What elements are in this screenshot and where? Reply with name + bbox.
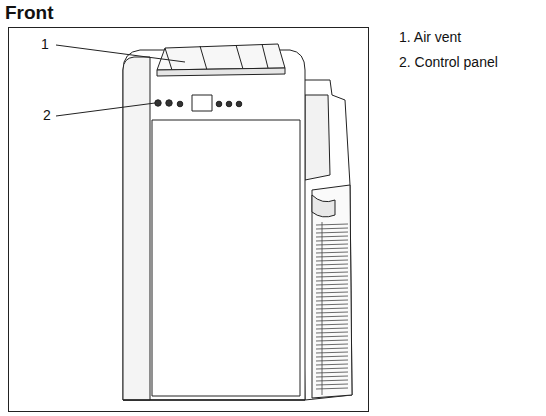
button [226,101,232,107]
grille-slat [316,388,348,389]
grille-slat [316,376,348,377]
rear-housing [300,80,352,400]
unit-body [123,50,305,400]
grille-slat [316,356,348,357]
grille-slat [316,248,348,249]
leader-line [56,45,185,62]
grille-slat [316,276,348,277]
grille-slat [316,384,348,385]
grille-slat [316,328,348,329]
grille-slat [316,232,348,233]
grille-slat [316,320,348,321]
grille-slat [316,312,348,313]
side-panel [123,57,150,400]
grille-slat [316,280,348,281]
grille-slat [316,252,348,253]
grille-slat [316,360,348,361]
grille-slat [316,244,348,245]
grille-slat [316,292,348,293]
grille-slat [316,308,348,309]
grille-slat [316,380,348,381]
grille-slat [316,364,348,365]
grille-divider [322,222,323,395]
button [216,101,222,107]
grille-slat [316,340,348,341]
figure-title: Front [5,3,54,24]
part-name: 2. Control panel [399,55,498,70]
grille-slat [316,296,348,297]
button [166,100,172,106]
grille-slat [316,284,348,285]
grille-slat [316,372,348,373]
air-vent [157,44,285,70]
vent-base [157,68,285,76]
grille-slat [316,324,348,325]
callout-number: 2 [43,108,51,123]
leader-line [56,103,155,116]
button [236,101,242,107]
frame [9,28,369,412]
grille-slat [316,344,348,345]
rear-handle [305,95,330,180]
grille-slat [316,224,348,225]
grille-slat [316,332,348,333]
grille-slat [316,336,348,337]
button [177,101,183,107]
button [155,100,161,106]
part-name: 1. Air vent [399,30,461,45]
grille-slat [316,272,348,273]
callout-number: 1 [41,37,49,52]
rear-grille [312,185,352,398]
grille-slat [316,304,348,305]
grille-slat [316,240,348,241]
grille-slat [316,228,348,229]
grille-slat [316,300,348,301]
grille-slats [316,222,348,395]
rear-latch [312,195,335,217]
grille-slat [316,256,348,257]
grille-slat [316,236,348,237]
vent-flaps [165,44,268,70]
grille-slat [316,368,348,369]
grille-slat [316,268,348,269]
grille-slat [316,264,348,265]
grille-slat [316,260,348,261]
grille-slat [316,348,348,349]
base [123,399,305,401]
grille-slat [316,288,348,289]
grille-slat [316,316,348,317]
front-panel [152,120,300,396]
display [192,95,212,111]
grille-slat [316,352,348,353]
